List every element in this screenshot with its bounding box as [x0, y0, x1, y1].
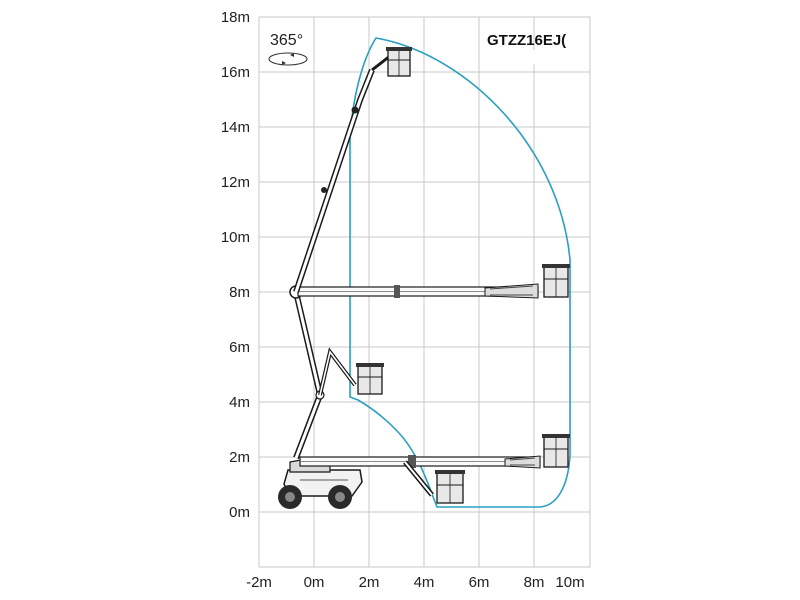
y-tick-label: 6m	[229, 339, 250, 356]
x-tick-label: 6m	[469, 574, 490, 591]
x-tick-label: 10m	[555, 574, 584, 591]
rotation-icon	[268, 52, 308, 66]
y-tick-label: 8m	[229, 284, 250, 301]
basket-icon	[356, 47, 570, 504]
y-tick-label: 12m	[221, 174, 250, 191]
rotation-label: 365°	[270, 32, 303, 49]
boom-upper-horizontal	[297, 283, 539, 299]
y-tick-label: 10m	[221, 229, 250, 246]
model-label: GTZZ16EJ(	[487, 32, 566, 49]
machine-icon	[278, 54, 541, 509]
x-tick-label: 0m	[304, 574, 325, 591]
y-tick-label: 4m	[229, 394, 250, 411]
x-tick-label: 8m	[524, 574, 545, 591]
x-tick-label: 2m	[359, 574, 380, 591]
boom-lower-horizontal	[299, 455, 541, 469]
x-tick-label: -2m	[246, 574, 272, 591]
x-axis-labels: -2m 0m 2m 4m 6m 8m 10m	[246, 574, 585, 591]
label-mask	[484, 50, 584, 64]
rotation-indicator: 365°	[268, 32, 308, 66]
y-axis-labels: 18m 16m 14m 12m 10m 8m 6m 4m 2m 0m	[221, 9, 250, 521]
y-tick-label: 18m	[221, 9, 250, 26]
basket-mid-low	[356, 363, 384, 395]
boom-mid-folded	[318, 347, 357, 396]
working-envelope	[349, 37, 571, 508]
basket-ground	[435, 470, 465, 504]
boom-lower-jib	[403, 460, 434, 497]
y-tick-label: 0m	[229, 504, 250, 521]
x-tick-label: 4m	[414, 574, 435, 591]
basket-right-low	[542, 434, 570, 468]
riser-upper	[289, 285, 325, 400]
boom-raised	[293, 54, 391, 293]
basket-right-high	[542, 264, 570, 298]
y-tick-label: 2m	[229, 449, 250, 466]
y-tick-label: 16m	[221, 64, 250, 81]
riser-lower	[293, 393, 323, 460]
basket-top	[386, 47, 412, 77]
y-tick-label: 14m	[221, 119, 250, 136]
